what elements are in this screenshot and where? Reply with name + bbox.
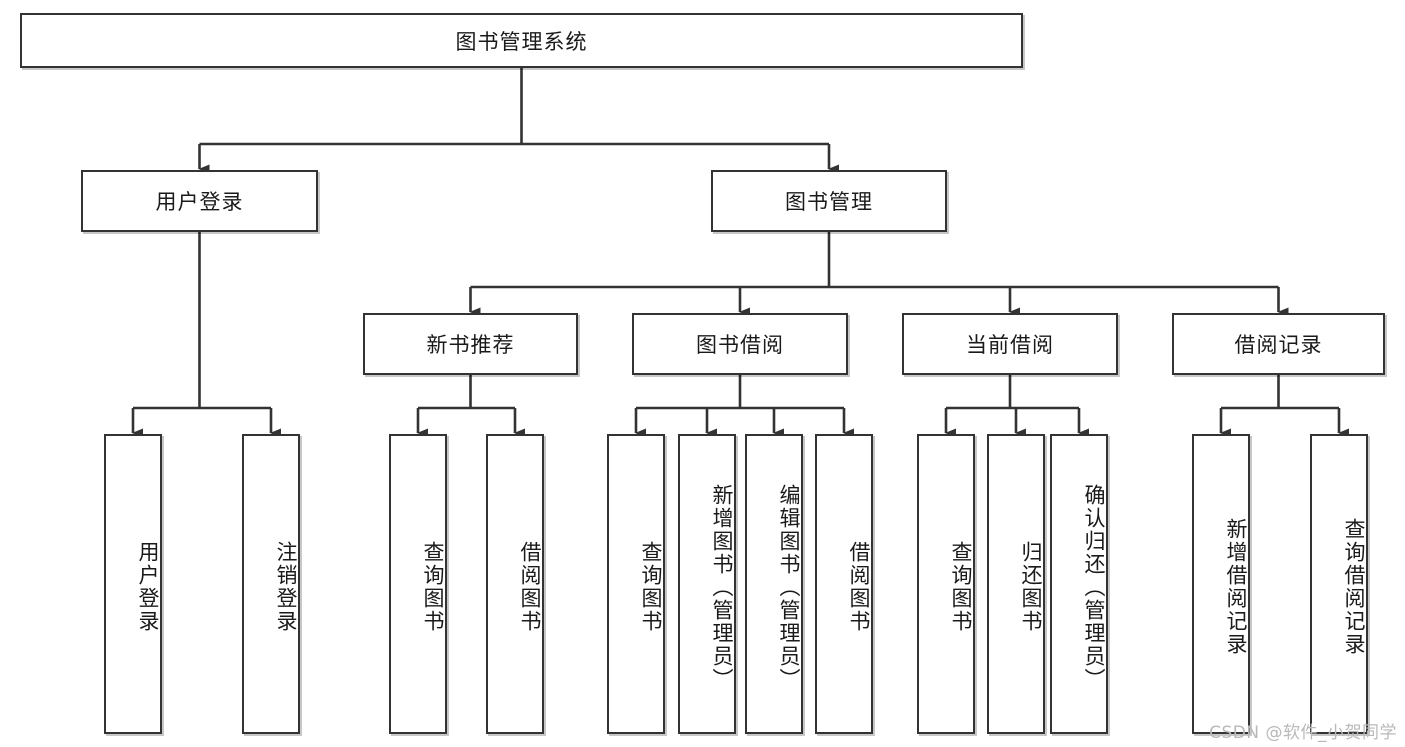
leaf-borrow-add-book-admin[interactable]: 新增图书（管理员） <box>678 434 736 734</box>
leaf-record-add-borrow-record[interactable]: 新增借阅记录 <box>1192 434 1250 734</box>
node-book-borrow[interactable]: 图书借阅 <box>632 313 848 375</box>
leaf-newbook-query-book[interactable]: 查询图书 <box>389 434 447 734</box>
node-current-borrow[interactable]: 当前借阅 <box>902 313 1118 375</box>
connector-bus <box>470 232 1279 289</box>
leaf-record-query-borrow-record[interactable]: 查询借阅记录 <box>1310 434 1368 734</box>
leaf-borrow-borrow-book[interactable]: 借阅图书 <box>815 434 873 734</box>
leaf-current-confirm-return-admin[interactable]: 确认归还（管理员） <box>1050 434 1108 734</box>
node-borrow-records[interactable]: 借阅记录 <box>1172 313 1385 375</box>
node-new-book-recommend[interactable]: 新书推荐 <box>363 313 578 375</box>
connector-bus <box>199 68 829 146</box>
node-user-login[interactable]: 用户登录 <box>81 170 318 232</box>
node-root[interactable]: 图书管理系统 <box>20 13 1023 68</box>
leaf-current-return-book[interactable]: 归还图书 <box>987 434 1045 734</box>
connector-bus <box>418 375 515 410</box>
connector-bus <box>946 375 1079 410</box>
leaf-borrow-edit-book-admin[interactable]: 编辑图书（管理员） <box>745 434 803 734</box>
leaf-newbook-borrow-book[interactable]: 借阅图书 <box>486 434 544 734</box>
watermark-text: CSDN @软件_小贺同学 <box>1209 723 1397 743</box>
leaf-user-logout[interactable]: 注销登录 <box>242 434 300 734</box>
connector-bus <box>636 375 844 410</box>
leaf-current-query-book[interactable]: 查询图书 <box>917 434 975 734</box>
leaf-user-login[interactable]: 用户登录 <box>104 434 162 734</box>
leaf-borrow-query-book[interactable]: 查询图书 <box>607 434 665 734</box>
node-book-management[interactable]: 图书管理 <box>711 170 947 232</box>
connector-bus <box>1221 375 1339 410</box>
connector-bus <box>133 232 271 410</box>
